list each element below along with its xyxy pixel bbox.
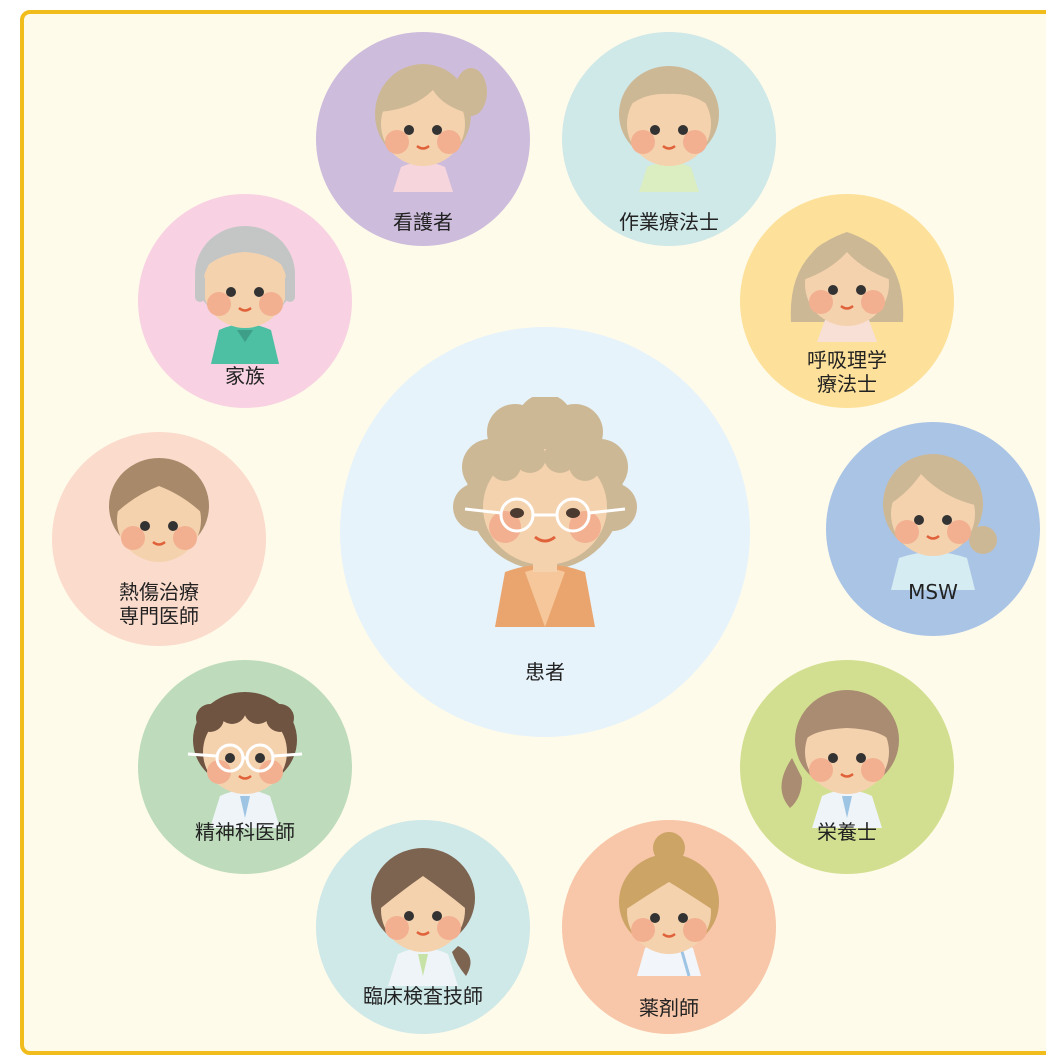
pharmacist-icon — [619, 832, 719, 976]
family-circle: 家族 — [138, 194, 352, 408]
respiratory-therapist-circle: 呼吸理学 療法士 — [740, 194, 954, 408]
pharmacist-circle: 薬剤師 — [562, 820, 776, 1034]
psychiatrist-label: 精神科医師 — [195, 820, 295, 844]
dietitian-circle: 栄養士 — [740, 660, 954, 874]
nurse-icon — [375, 64, 487, 192]
care-team-panel: 患者 看護者 作業療法士 — [20, 10, 1046, 1055]
patient-label: 患者 — [525, 660, 565, 684]
msw-label: MSW — [908, 580, 958, 604]
medical-social-worker-icon — [883, 454, 997, 590]
lab-technician-label: 臨床検査技師 — [363, 984, 483, 1008]
pharmacist-label: 薬剤師 — [639, 996, 699, 1020]
dietitian-label: 栄養士 — [817, 820, 877, 844]
dietitian-icon — [781, 690, 899, 828]
msw-circle: MSW — [826, 422, 1040, 636]
respiratory-therapist-icon — [790, 232, 904, 342]
psychiatrist-circle: 精神科医師 — [138, 660, 352, 874]
elderly-patient-icon — [453, 397, 637, 627]
lab-technician-icon — [371, 848, 475, 986]
burn-specialist-label: 熱傷治療 専門医師 — [119, 580, 199, 628]
nurse-label: 看護者 — [393, 210, 453, 234]
family-elder-icon — [195, 226, 295, 364]
ot-circle: 作業療法士 — [562, 32, 776, 246]
burn-specialist-icon — [109, 458, 209, 562]
burn-specialist-circle: 熱傷治療 専門医師 — [52, 432, 266, 646]
nurse-circle: 看護者 — [316, 32, 530, 246]
occupational-therapist-icon — [619, 66, 719, 192]
respiratory-therapist-label: 呼吸理学 療法士 — [807, 348, 887, 396]
lab-technician-circle: 臨床検査技師 — [316, 820, 530, 1034]
psychiatrist-icon — [187, 692, 303, 828]
family-label: 家族 — [225, 364, 265, 388]
ot-label: 作業療法士 — [619, 210, 719, 234]
patient-circle: 患者 — [340, 327, 750, 737]
